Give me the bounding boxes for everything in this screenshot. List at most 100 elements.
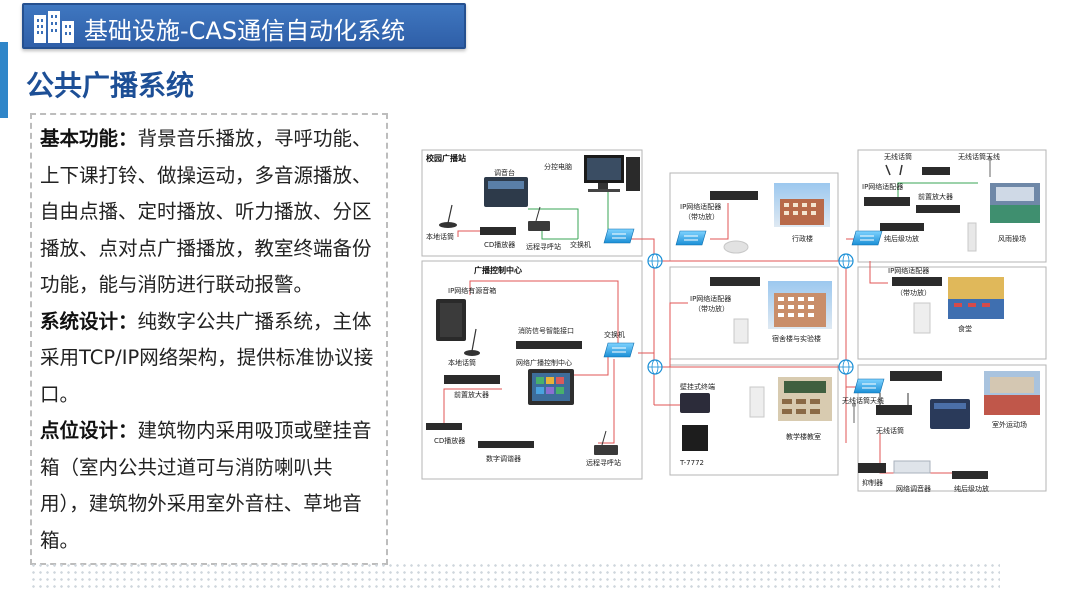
globe-icon [647, 253, 663, 269]
label-stadium-adapter: IP网络适配器 [862, 182, 903, 191]
column-speaker-icon [749, 386, 765, 418]
cd-player-device [426, 423, 462, 430]
switch-icons [603, 228, 885, 394]
campus-station-title: 校园广播站 [426, 153, 466, 163]
control-center-frame [421, 260, 643, 480]
label-canteen-adapter: IP网络适配器 [888, 266, 929, 275]
label-dorm-adapter: IP网络适配器 [690, 294, 731, 303]
control-center-title: 广播控制中心 [474, 265, 522, 275]
antenna-icon [988, 157, 992, 177]
link-ip-speaker [469, 280, 619, 343]
switch-icon [853, 378, 885, 394]
pre-amp-device [916, 205, 960, 213]
link-dorm [669, 302, 688, 367]
label-mixer: 调音台 [494, 168, 515, 177]
fire-interface-device [516, 341, 582, 349]
amp-device [952, 471, 988, 479]
network-globe-icons [647, 253, 854, 375]
design-heading: 系统设计： [40, 309, 138, 333]
wall-terminal-device [680, 393, 710, 413]
link-canteen [869, 261, 888, 284]
link-remote-pager [598, 359, 615, 444]
pager-icon [528, 206, 550, 231]
label-remote-pager: 远程寻呼站 [526, 242, 561, 251]
function-paragraph: 基本功能：背景音乐播放，寻呼功能、上下课打铃、做操运动，多音源播放、自由点播、定… [40, 121, 378, 304]
link-admin-adapter [710, 203, 729, 240]
outdoor-frame [857, 364, 1047, 492]
label-stadium-amp: 纯后级功放 [884, 234, 919, 243]
wireless-mic-icon [885, 164, 903, 176]
t7772-device [682, 425, 708, 451]
adapter-device [864, 197, 910, 206]
label-admin-adapter: IP网络适配器 [680, 202, 721, 211]
function-heading: 基本功能： [40, 127, 138, 150]
globe-icon [838, 359, 854, 375]
header-banner: 基础设施-CAS通信自动化系统 [22, 3, 466, 49]
canteen-photo [948, 277, 1004, 319]
label-ip-speaker: IP网络有源音箱 [448, 286, 496, 295]
green-link-mixer [528, 208, 579, 239]
adapter-device [710, 191, 758, 200]
label-suppressor: 抑制器 [862, 478, 883, 487]
switch-icon [603, 342, 635, 358]
suppressor-device [858, 463, 886, 473]
label-wireless-mic: 无线话筒 [884, 152, 912, 161]
network-mixer-device [893, 460, 931, 474]
mixer-panel [488, 181, 524, 189]
label-canteen-adapter-note: （带功放） [896, 288, 931, 297]
speaker-grill [440, 303, 462, 337]
label-controller: 网络广播控制中心 [516, 358, 572, 367]
amp-device [880, 223, 924, 231]
stadium-photo [990, 183, 1040, 223]
design-paragraph: 系统设计：纯数字公共广播系统，主体采用TCP/IP网络架构，提供标准协议接口。 [40, 304, 378, 414]
label-fire-interface: 消防信号智能接口 [518, 326, 574, 335]
label-remote-pager: 远程寻呼站 [586, 458, 621, 467]
label-outdoor-amp: 纯后级功放 [954, 484, 989, 493]
label-local-mic: 本地话筒 [448, 358, 476, 367]
mixer-panel [934, 403, 966, 409]
label-admin-adapter-note: （带功放） [684, 212, 719, 221]
cd-player-device [480, 227, 516, 235]
switch-icon [675, 230, 707, 246]
building-icon [32, 9, 76, 45]
column-speaker-icon [913, 302, 931, 334]
label-outdoor-place: 室外运动场 [992, 420, 1027, 429]
pager-icon [594, 430, 618, 455]
canteen-frame [857, 266, 1047, 360]
label-antenna: 无线话筒天线 [958, 152, 1000, 161]
label-cd: CD播放器 [434, 436, 465, 445]
dorm-building-photo [768, 281, 832, 329]
switch-icon [603, 228, 635, 244]
dotted-decoration [30, 562, 1000, 592]
label-admin-building: 行政楼 [792, 234, 813, 243]
label-tuner: 数字调谐器 [486, 454, 521, 463]
point-text: 建筑物内采用吸顶或壁挂音箱（室内公共过道可与消防喇叭共用），建筑物外采用室外音柱… [40, 419, 372, 552]
label-teaching-building: 教学楼教室 [786, 432, 821, 441]
topology-svg: 校园广播站 调音台 分控电脑 本地话筒 CD播放器 远程寻呼站 交换机 广播控制… [421, 149, 1047, 493]
label-dorm-building: 宿舍楼与实验楼 [772, 334, 821, 343]
point-heading: 点位设计： [40, 419, 138, 442]
label-canteen-place: 食堂 [958, 324, 972, 333]
sports-field-photo [984, 371, 1040, 415]
microphone-icon [439, 204, 457, 228]
switch-icon [851, 230, 883, 246]
label-pre-amp: 前置放大器 [454, 390, 489, 399]
header-title: 基础设施-CAS通信自动化系统 [84, 17, 406, 45]
receiver-device [922, 167, 950, 175]
label-pc: 分控电脑 [544, 162, 572, 171]
pc-icon [584, 155, 640, 192]
link-controller [568, 353, 609, 376]
label-switch: 交换机 [604, 330, 625, 339]
green-link-stadium [897, 182, 978, 203]
adapter-device [890, 371, 942, 381]
wall-speaker-icon [733, 318, 749, 344]
antenna-icon [852, 403, 856, 423]
controller-tiles [536, 377, 564, 394]
adapter-device [892, 277, 942, 286]
admin-building-photo [774, 183, 830, 227]
label-network-mixer: 网络调音器 [896, 484, 931, 493]
label-dorm-adapter-note: （带功放） [694, 304, 729, 313]
broadcast-topology-diagram: 校园广播站 调音台 分控电脑 本地话筒 CD播放器 远程寻呼站 交换机 广播控制… [418, 143, 1052, 499]
label-stadium-place: 风雨操场 [998, 234, 1026, 243]
link-preamp-cd [443, 388, 502, 425]
